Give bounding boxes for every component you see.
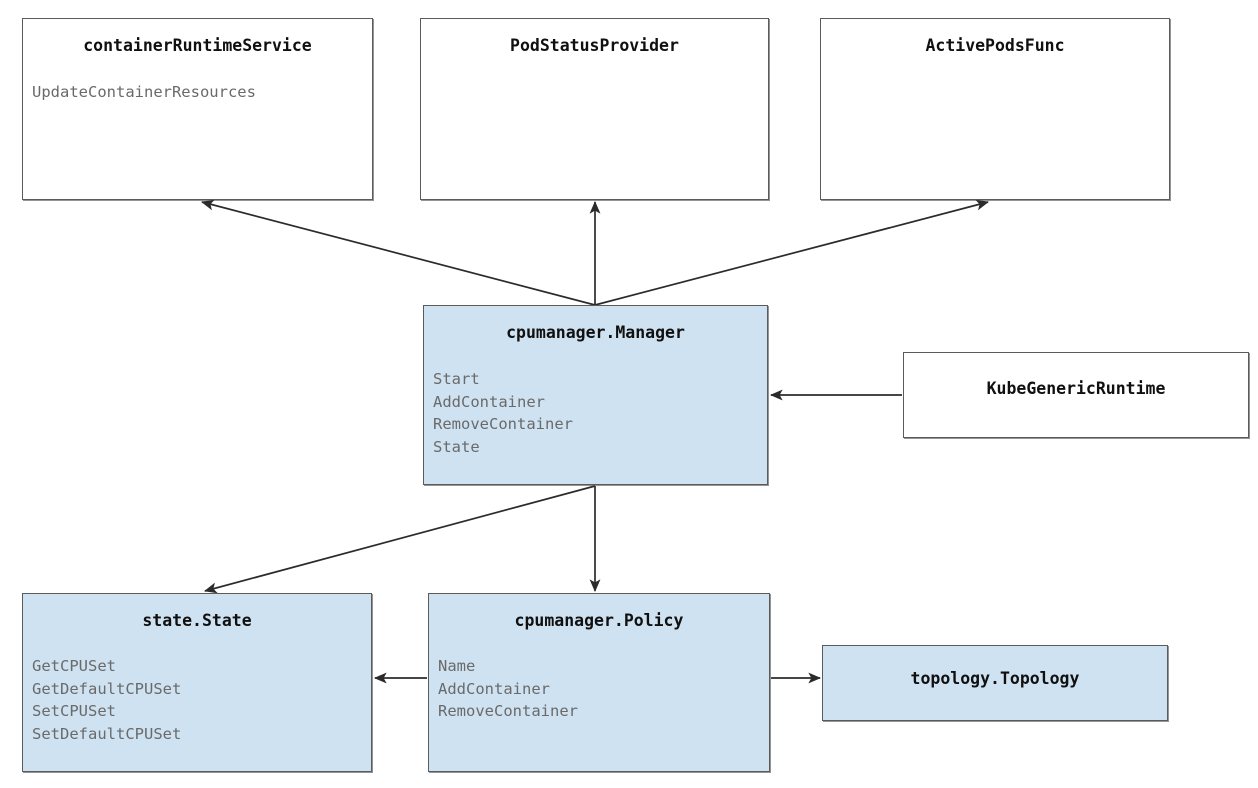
edge-manager-to-active-pods-func (594, 199, 989, 306)
class-member: UpdateContainerResources (32, 83, 256, 101)
class-node-title: containerRuntimeService (83, 36, 312, 55)
class-member: SetCPUSet (32, 702, 116, 720)
class-member: AddContainer (438, 679, 550, 698)
class-node-title: cpumanager.Manager (506, 323, 685, 342)
class-node-title: topology.Topology (910, 669, 1080, 688)
class-node-title: ActivePodsFunc (925, 36, 1065, 55)
class-node-title: KubeGenericRuntime (986, 379, 1166, 398)
class-node-state-state[interactable]: state.State GetCPUSet GetDefaultCPUSet S… (22, 593, 372, 772)
class-node-title: cpumanager.Policy (514, 611, 684, 630)
class-member: State (433, 437, 480, 456)
class-member: GetDefaultCPUSet (32, 679, 182, 698)
class-node-members: Name AddContainer RemoveContainer (438, 655, 763, 723)
class-node-members: Start AddContainer RemoveContainer State (433, 368, 761, 458)
class-node-title: state.State (142, 611, 252, 630)
class-member: RemoveContainer (438, 702, 578, 720)
edge-manager-to-state-state (204, 485, 596, 594)
class-node-title: PodStatusProvider (510, 36, 679, 55)
class-member: Start (433, 370, 480, 388)
edge-manager-to-container-runtime-service (201, 199, 596, 306)
class-member: RemoveContainer (433, 415, 573, 433)
class-member: AddContainer (433, 392, 545, 411)
class-member: SetDefaultCPUSet (32, 724, 182, 743)
class-node-topology-topology[interactable]: topology.Topology (822, 645, 1168, 721)
class-node-active-pods-func[interactable]: ActivePodsFunc (820, 18, 1170, 200)
class-node-cpumanager-policy[interactable]: cpumanager.Policy Name AddContainer Remo… (428, 593, 770, 772)
class-node-cpumanager-manager[interactable]: cpumanager.Manager Start AddContainer Re… (423, 305, 768, 485)
class-node-members: UpdateContainerResources (32, 81, 366, 104)
class-node-pod-status-provider[interactable]: PodStatusProvider (420, 18, 769, 200)
class-node-container-runtime-service[interactable]: containerRuntimeService UpdateContainerR… (22, 18, 373, 200)
class-node-members: GetCPUSet GetDefaultCPUSet SetCPUSet Set… (32, 655, 365, 745)
class-member: GetCPUSet (32, 657, 116, 675)
class-member: Name (438, 657, 476, 675)
class-node-kube-generic-runtime[interactable]: KubeGenericRuntime (903, 352, 1249, 438)
